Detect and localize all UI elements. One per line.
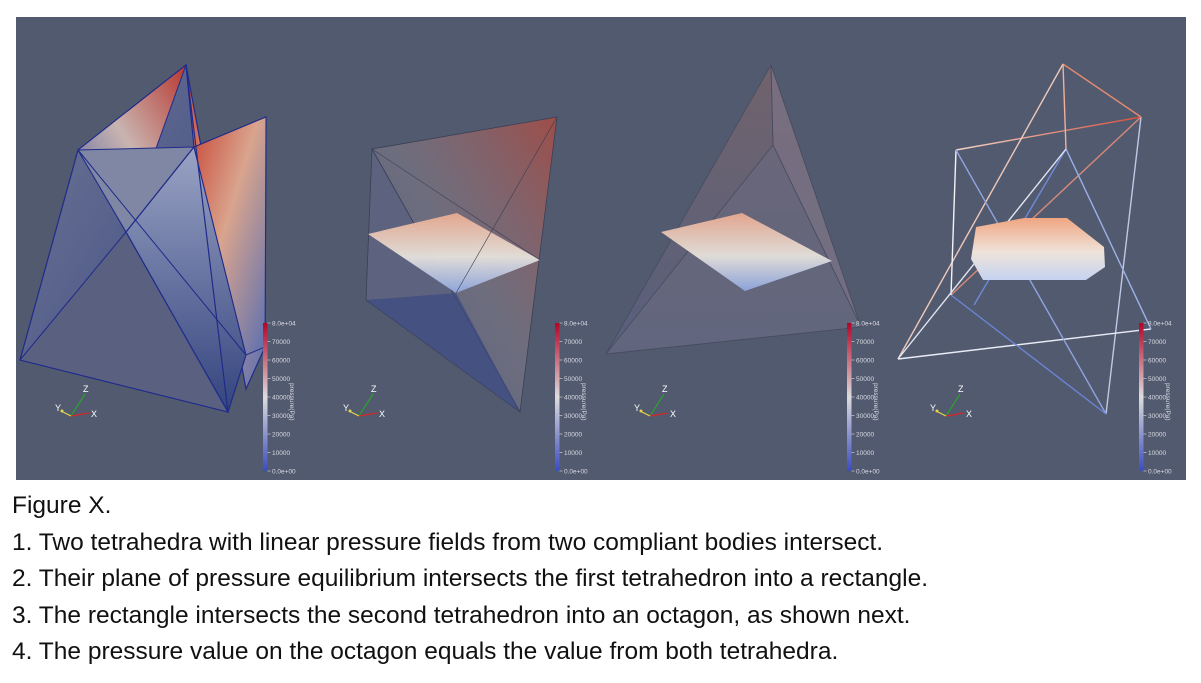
caption-heading: Figure X. (12, 492, 112, 519)
axis-label-x: X (670, 409, 676, 419)
panel-3: Z X Y 8.0e+04 70000 60000 50000 40000 30000 20… (605, 64, 880, 475)
axis-label-z: Z (371, 384, 377, 394)
panel-2: Z X Y 8.0e+04 70000 60000 50000 40000 30000 20… (343, 116, 588, 475)
orientation-axes: Z X Y (634, 384, 676, 419)
caption-line-4: 4. The pressure value on the octagon equ… (12, 638, 839, 665)
colorbar-tick-label: 10000 (1148, 450, 1166, 457)
figure-caption: Figure X. 1. Two tetrahedra with linear … (12, 488, 1192, 671)
colorbar-tick-label: 20000 (1148, 431, 1166, 438)
tetrahedron-translucent (365, 116, 558, 414)
colorbar-tick-label: 0.0e+00 (564, 468, 588, 475)
colorbar-tick-label: 8.0e+04 (1148, 320, 1172, 327)
figure-panel: Z X Y 8.0e+04 70000 60000 50000 40000 30000 20… (16, 17, 1186, 480)
colorbar-tick-label: 60000 (856, 357, 874, 364)
colorbar-tick-label: 60000 (1148, 357, 1166, 364)
colorbar-title: pressure(Pa) (1164, 383, 1171, 421)
colorbar-tick-label: 40000 (1148, 394, 1166, 401)
equilibrium-rectangle (661, 213, 832, 291)
colorbar-tick-label: 40000 (272, 394, 290, 401)
orientation-axes: Z X Y (930, 384, 972, 419)
colorbar-tick-label: 10000 (856, 450, 874, 457)
pressure-colorbar: 8.0e+04 70000 60000 50000 40000 30000 20000 100… (1139, 320, 1172, 475)
colorbar-tick-label: 0.0e+00 (272, 468, 296, 475)
colorbar-tick-label: 50000 (272, 376, 290, 383)
colorbar-tick-label: 30000 (856, 413, 874, 420)
colorbar-tick-label: 60000 (272, 357, 290, 364)
colorbar-tick-label: 0.0e+00 (1148, 468, 1172, 475)
colorbar-tick-label: 40000 (564, 394, 582, 401)
colorbar-tick-label: 40000 (856, 394, 874, 401)
colorbar-tick-label: 70000 (856, 339, 874, 346)
axis-label-z: Z (958, 384, 964, 394)
axis-label-y: Y (55, 403, 61, 413)
axis-label-z: Z (83, 384, 89, 394)
tetrahedron-solid-pair (19, 63, 267, 414)
colorbar-title: pressure(Pa) (288, 383, 295, 421)
caption-line-2: 2. Their plane of pressure equilibrium i… (12, 565, 929, 592)
caption-line-1: 1. Two tetrahedra with linear pressure f… (12, 528, 884, 556)
colorbar-tick-label: 30000 (1148, 413, 1166, 420)
colorbar-tick-label: 20000 (856, 431, 874, 438)
colorbar-tick-label: 50000 (856, 376, 874, 383)
colorbar-tick-label: 10000 (564, 450, 582, 457)
orientation-axes: Z X Y (55, 384, 97, 419)
axis-label-x: X (91, 409, 97, 419)
orientation-axes: Z X Y (343, 384, 385, 419)
pressure-colorbar: 8.0e+04 70000 60000 50000 40000 30000 20000 100… (263, 320, 296, 475)
colorbar-tick-label: 30000 (272, 413, 290, 420)
axis-label-x: X (966, 409, 972, 419)
equilibrium-octagon (971, 218, 1105, 280)
axis-label-y: Y (930, 403, 936, 413)
colorbar-tick-label: 50000 (564, 376, 582, 383)
colorbar-title: pressure(Pa) (580, 383, 587, 421)
colorbar-tick-label: 70000 (564, 339, 582, 346)
colorbar-tick-label: 10000 (272, 450, 290, 457)
axis-label-z: Z (662, 384, 668, 394)
colorbar-tick-label: 60000 (564, 357, 582, 364)
colorbar-tick-label: 30000 (564, 413, 582, 420)
axis-label-y: Y (343, 403, 349, 413)
panel-1: Z X Y 8.0e+04 70000 60000 50000 40000 30000 20… (19, 63, 296, 475)
axis-label-x: X (379, 409, 385, 419)
tetrahedra-wireframe (897, 63, 1152, 415)
colorbar-tick-label: 8.0e+04 (856, 320, 880, 327)
colorbar-tick-label: 8.0e+04 (272, 320, 296, 327)
panel-4: Z X Y 8.0e+04 70000 60000 50000 40000 30000 20… (897, 63, 1172, 475)
axis-label-y: Y (634, 403, 640, 413)
colorbar-title: pressure(Pa) (872, 383, 879, 421)
colorbar-tick-label: 20000 (564, 431, 582, 438)
colorbar-tick-label: 70000 (1148, 339, 1166, 346)
colorbar-tick-label: 8.0e+04 (564, 320, 588, 327)
colorbar-tick-label: 70000 (272, 339, 290, 346)
colorbar-tick-label: 0.0e+00 (856, 468, 880, 475)
colorbar-tick-label: 50000 (1148, 376, 1166, 383)
pressure-colorbar: 8.0e+04 70000 60000 50000 40000 30000 20000 100… (555, 320, 588, 475)
figure-render: Z X Y 8.0e+04 70000 60000 50000 40000 30000 20… (19, 63, 1172, 475)
colorbar-tick-label: 20000 (272, 431, 290, 438)
equilibrium-rectangle (368, 213, 540, 293)
tetrahedron-translucent (605, 64, 862, 355)
pressure-colorbar: 8.0e+04 70000 60000 50000 40000 30000 20000 100… (847, 320, 880, 475)
caption-line-3: 3. The rectangle intersects the second t… (12, 601, 911, 629)
